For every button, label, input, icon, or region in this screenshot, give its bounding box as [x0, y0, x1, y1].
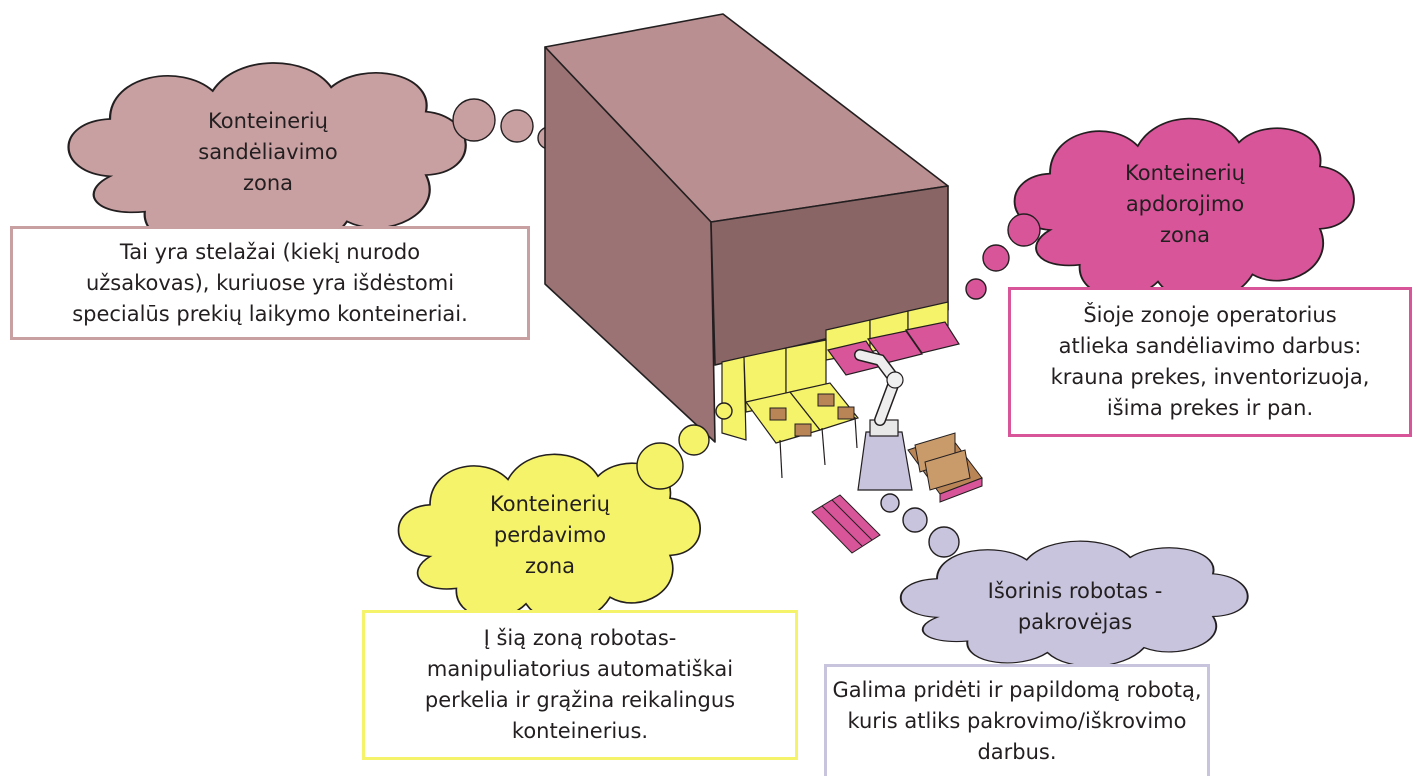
processing-zone-title: Konteinerių apdorojimo zona — [1125, 161, 1245, 247]
robot-zone-description: Galima pridėti ir papildomą robotą, kuri… — [824, 664, 1210, 776]
empty-pallet — [811, 494, 881, 554]
processing-zone-description: Šioje zonoje operatorius atlieka sandėli… — [1008, 287, 1412, 437]
robot-zone-title: Išorinis robotas - pakrovėjas — [987, 579, 1163, 634]
transfer-zone-description: Į šią zoną robotas- manipuliatorius auto… — [362, 610, 798, 760]
processing-zone-cloud — [965, 117, 1355, 303]
robot-manipulator — [854, 349, 913, 491]
storage-zone-title: Konteinerių sandėliavimo zona — [198, 109, 338, 195]
transfer-zone-cloud — [397, 402, 733, 623]
storage-zone-description: Tai yra stelažai (kiekį nurodo užsakovas… — [10, 226, 530, 340]
transfer-zone-title: Konteinerių perdavimo zona — [490, 492, 610, 578]
cardboard-boxes — [769, 393, 855, 437]
robot-zone-cloud — [880, 493, 1249, 668]
pallet-with-boxes — [907, 432, 983, 503]
